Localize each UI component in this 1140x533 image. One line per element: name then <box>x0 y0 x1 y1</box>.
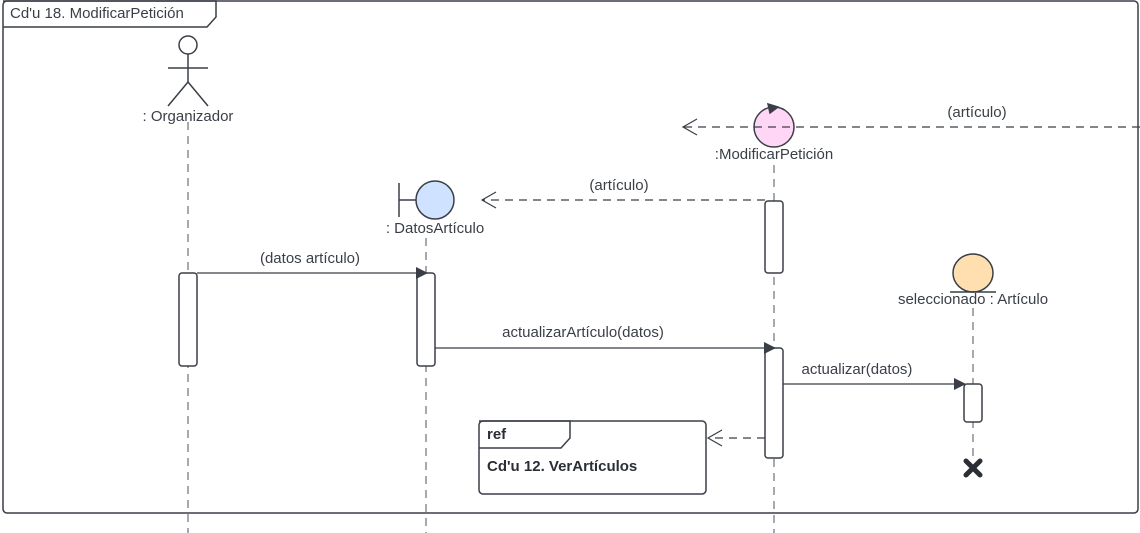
frame-border <box>2 0 1139 514</box>
entity-icon <box>950 253 996 293</box>
activation-organizador <box>178 272 198 367</box>
organizador-actor-icon <box>167 35 209 107</box>
participant-datos-articulo-label: : DatosArtículo <box>386 220 484 237</box>
message-incoming-articulo-label: (artículo) <box>947 104 1006 121</box>
message-return-articulo-arrowhead <box>480 191 497 209</box>
frame-title: Cd'u 18. ModificarPetición <box>10 5 184 22</box>
message-return-ref-arrowhead <box>706 429 723 447</box>
participant-articulo-label: seleccionado : Artículo <box>898 291 1048 308</box>
message-actualizar-articulo-label: actualizarArtículo(datos) <box>502 324 664 341</box>
message-datos-articulo-label: (datos artículo) <box>260 250 360 267</box>
frame-title-tab <box>3 0 217 28</box>
message-incoming-articulo-arrowhead <box>681 118 698 136</box>
control-icon <box>753 102 795 148</box>
ref-tag-box <box>479 420 571 449</box>
ref-tag: ref <box>487 426 507 443</box>
activation-modificar-peticion-1 <box>764 200 784 274</box>
participant-organizador-label: : Organizador <box>143 108 234 125</box>
activation-datos-articulo <box>416 272 436 367</box>
ref-frame <box>478 420 707 495</box>
message-actualizar-label: actualizar(datos) <box>802 361 913 378</box>
activation-articulo <box>963 383 983 423</box>
message-return-articulo-label: (artículo) <box>589 177 648 194</box>
ref-label: Cd'u 12. VerArtículos <box>487 458 637 475</box>
participant-modificar-peticion-label: :ModificarPetición <box>715 146 833 163</box>
boundary-icon <box>398 180 455 220</box>
destroy-x-icon <box>963 458 983 478</box>
activation-modificar-peticion-2 <box>764 347 784 459</box>
